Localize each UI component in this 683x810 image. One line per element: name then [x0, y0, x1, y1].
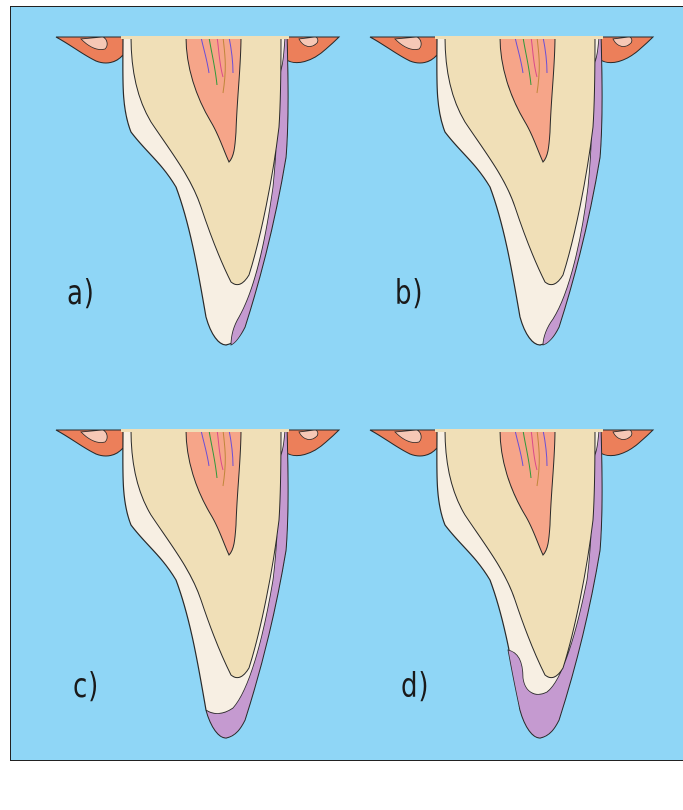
crown-top-edge	[435, 429, 603, 432]
crown-top-edge	[121, 36, 289, 39]
panel-label-a: a)	[67, 273, 95, 313]
tooth-diagram-a	[51, 37, 371, 417]
crown-top-edge	[435, 36, 603, 39]
tooth-diagram-figure: a) b) c) d)	[10, 6, 683, 761]
tooth-diagram-d	[365, 430, 683, 810]
panel-b: b)	[365, 37, 683, 417]
panel-label-c: c)	[73, 666, 99, 706]
tooth-diagram-b	[365, 37, 683, 417]
panel-d: d)	[365, 430, 683, 810]
panel-a: a)	[51, 37, 371, 417]
crown-top-edge	[121, 429, 289, 432]
panel-c: c)	[51, 430, 371, 810]
tooth-diagram-c	[51, 430, 371, 810]
panel-label-b: b)	[395, 273, 423, 313]
panel-label-d: d)	[401, 666, 429, 706]
